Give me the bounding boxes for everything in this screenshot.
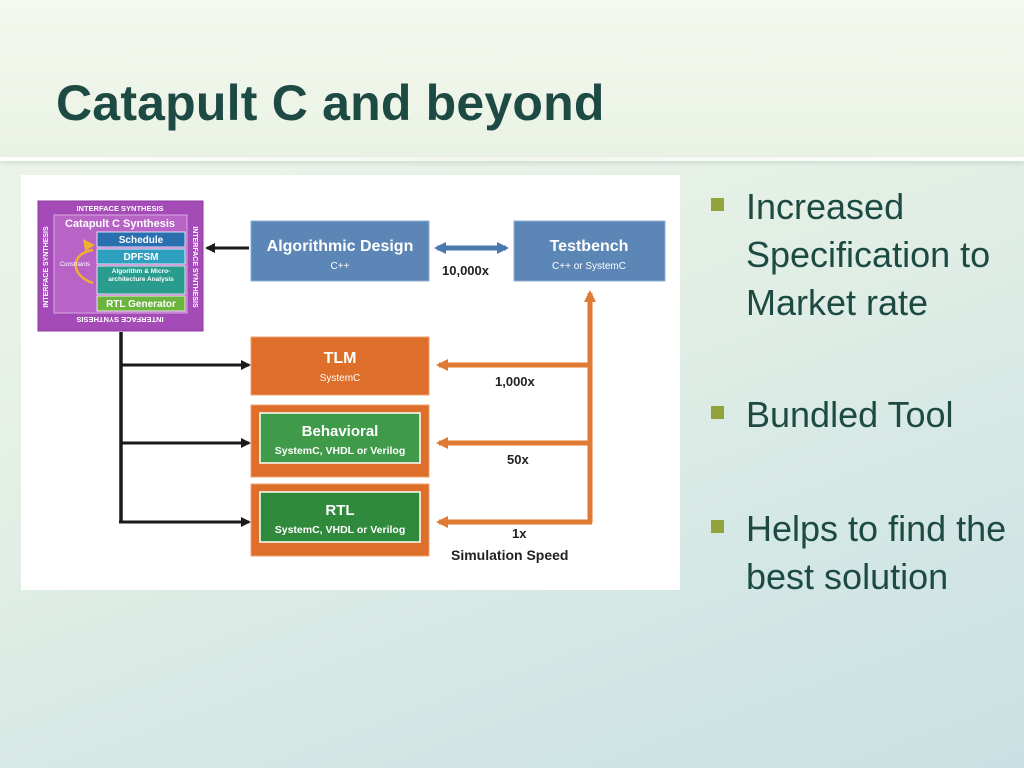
stage-rtl-generator-label: RTL Generator — [106, 299, 176, 310]
rtl-inner — [259, 491, 421, 543]
testbench-title: Testbench — [550, 238, 629, 255]
diagram-canvas: INTERFACE SYNTHESIS INTERFACE SYNTHESIS … — [37, 200, 666, 563]
bullet-item: Bundled Tool — [708, 391, 1018, 439]
bullet-square-icon — [711, 520, 724, 533]
behavioral-box: Behavioral SystemC, VHDL or Verilog — [250, 404, 430, 478]
algorithmic-design-box: Algorithmic Design C++ — [250, 220, 430, 282]
algorithmic-design-subtitle: C++ — [331, 261, 350, 272]
constraints-arrow — [74, 248, 94, 285]
algorithmic-design-title: Algorithmic Design — [267, 238, 414, 255]
title-band — [0, 0, 1024, 158]
stage-dpfsm-label: DPFSM — [124, 252, 159, 263]
bullet-item: Increased Specification to Market rate — [708, 183, 1018, 327]
testbench-box: Testbench C++ or SystemC — [513, 220, 666, 282]
tlm-title: TLM — [324, 350, 357, 367]
behavioral-speed-label: 50x — [507, 452, 529, 467]
simulation-speed-caption: Simulation Speed — [451, 547, 568, 563]
interface-synthesis-label-bottom: INTERFACE SYNTHESIS — [76, 315, 163, 324]
stage-rtl-generator — [96, 295, 186, 312]
design-flow-diagram: INTERFACE SYNTHESIS INTERFACE SYNTHESIS … — [21, 175, 680, 590]
stage-schedule-label: Schedule — [119, 235, 164, 246]
rtl-title: RTL — [325, 502, 354, 519]
algorithmic-speed-label: 10,000x — [442, 263, 490, 278]
interface-synthesis-label-right: INTERFACE SYNTHESIS — [191, 226, 198, 308]
constraints-label: Constraints — [60, 262, 90, 268]
behavioral-inner — [259, 412, 421, 464]
bullet-square-icon — [711, 406, 724, 419]
stage-schedule — [96, 231, 186, 248]
stage-analysis-label-box: Algorithm & Micro-architecture Analysis — [108, 268, 174, 283]
tlm-box: TLM SystemC — [250, 336, 430, 396]
stage-dpfsm — [96, 248, 186, 265]
title-divider — [0, 157, 1024, 161]
bullet-square-icon — [711, 198, 724, 211]
rtl-box: RTL SystemC, VHDL or Verilog — [250, 483, 430, 557]
stage-analysis-label: Algorithm & Micro-architecture Analysis — [108, 268, 174, 283]
stage-analysis — [96, 265, 186, 295]
behavioral-subtitle: SystemC, VHDL or Verilog — [275, 445, 406, 457]
rtl-subtitle: SystemC, VHDL or Verilog — [275, 524, 406, 536]
bullet-text: Increased Specification to Market rate — [746, 186, 991, 323]
synthesis-title: Catapult C Synthesis — [65, 218, 175, 230]
interface-synthesis-label-top: INTERFACE SYNTHESIS — [76, 204, 163, 213]
slide-title: Catapult C and beyond — [56, 75, 605, 131]
constraints-arrowhead-icon — [83, 239, 95, 251]
catapult-synthesis-block: INTERFACE SYNTHESIS INTERFACE SYNTHESIS … — [37, 200, 204, 332]
bullet-text: Bundled Tool — [746, 394, 954, 435]
bullet-text: Helps to find the best solution — [746, 508, 1007, 597]
interface-synthesis-label-left: INTERFACE SYNTHESIS — [43, 226, 50, 308]
tlm-speed-label: 1,000x — [495, 374, 536, 389]
testbench-subtitle: C++ or SystemC — [552, 261, 626, 272]
behavioral-title: Behavioral — [302, 423, 379, 440]
bullet-item: Helps to find the best solution — [708, 505, 1018, 601]
tlm-subtitle: SystemC — [320, 373, 361, 384]
rtl-speed-label: 1x — [512, 526, 527, 541]
